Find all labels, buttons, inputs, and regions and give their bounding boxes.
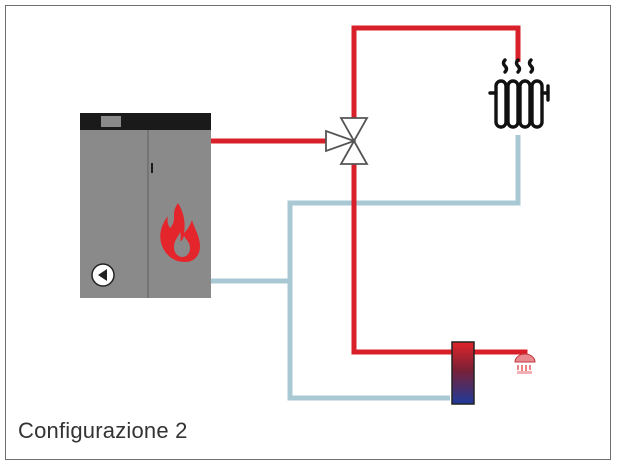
three-way-valve-icon — [325, 117, 369, 165]
supply-pipe-valve-to-tank — [351, 160, 452, 355]
return-pipes — [210, 135, 521, 401]
shower-head-icon — [514, 353, 536, 374]
supply-pipe-valve-to-radiator — [351, 25, 521, 125]
diagram-caption: Configurazione 2 — [18, 418, 188, 443]
hot-water-tank-icon — [451, 341, 475, 405]
return-pipe-radiator — [287, 135, 521, 401]
supply-pipes — [210, 25, 528, 358]
radiator-icon — [488, 58, 550, 129]
flame-icon — [160, 203, 200, 262]
boiler-arrow-icon — [91, 263, 115, 287]
pellet-boiler-icon — [80, 113, 211, 298]
